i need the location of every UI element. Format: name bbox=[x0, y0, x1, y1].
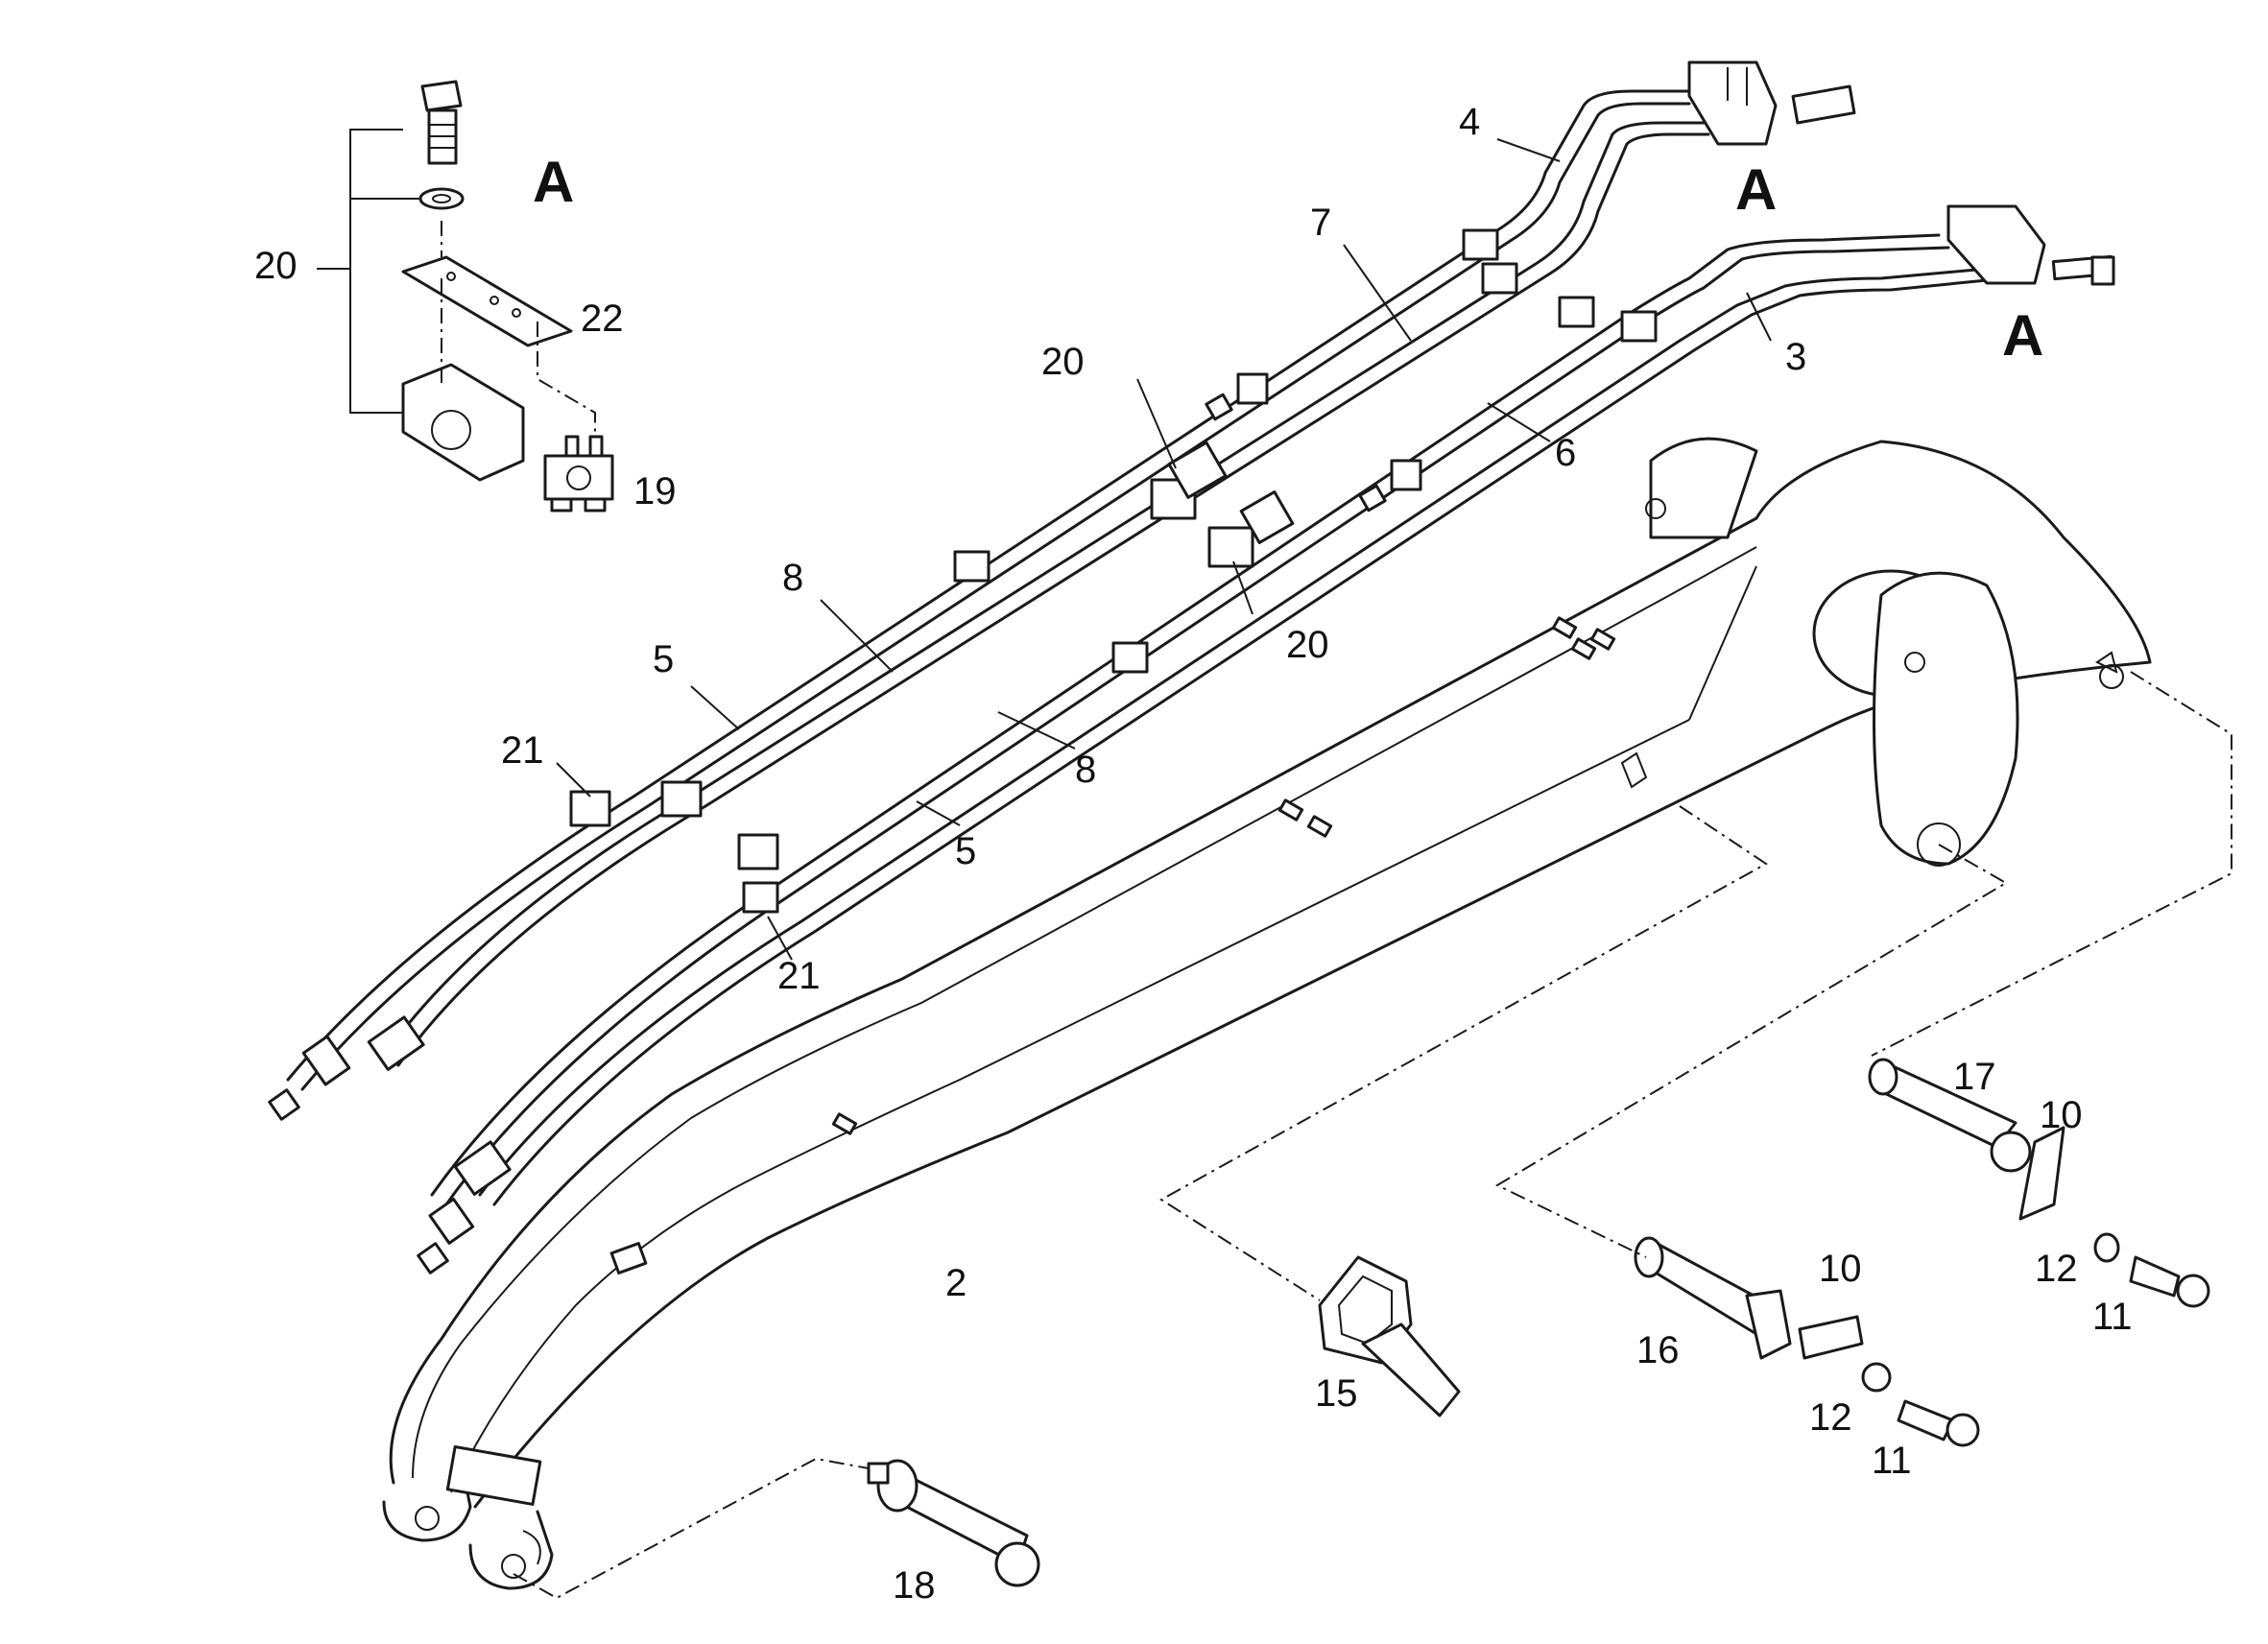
upper-hydraulic-pipe-set bbox=[268, 60, 1856, 1121]
callout-17: 17 bbox=[1953, 1056, 1996, 1098]
callout-18: 18 bbox=[893, 1564, 936, 1607]
view-label-detail: A bbox=[533, 150, 574, 214]
callout-20-upper: 20 bbox=[1041, 341, 1085, 383]
callout-11-upper: 11 bbox=[2092, 1296, 2133, 1338]
callout-22: 22 bbox=[581, 298, 624, 340]
view-label-lower-fitting: A bbox=[2002, 303, 2043, 368]
callout-8-upper: 8 bbox=[782, 557, 803, 599]
callout-19: 19 bbox=[633, 470, 677, 512]
callout-5-upper: 5 bbox=[653, 638, 674, 680]
leader-lines bbox=[556, 138, 1772, 961]
callout-2: 2 bbox=[945, 1262, 967, 1304]
callout-10-upper: 10 bbox=[2040, 1094, 2083, 1136]
callout-11-lower: 11 bbox=[1872, 1440, 1912, 1482]
callout-8-lower: 8 bbox=[1075, 749, 1096, 791]
callout-10-lower: 10 bbox=[1819, 1248, 1862, 1290]
detail-a-clamp-assembly bbox=[317, 80, 614, 512]
callout-21-upper: 21 bbox=[501, 729, 544, 772]
callout-21-lower: 21 bbox=[777, 955, 821, 997]
callout-20-detail: 20 bbox=[254, 245, 298, 287]
callout-3: 3 bbox=[1785, 336, 1806, 378]
callout-7: 7 bbox=[1310, 202, 1331, 244]
callout-20-lower: 20 bbox=[1286, 624, 1329, 666]
view-label-upper-fitting: A bbox=[1735, 157, 1777, 222]
callout-numbers: 2 3 4 5 5 6 7 8 8 10 10 11 11 12 12 15 1… bbox=[254, 101, 2133, 1607]
view-labels: A A A bbox=[533, 150, 2043, 368]
callout-12-lower: 12 bbox=[1809, 1396, 1852, 1439]
callout-6: 6 bbox=[1555, 432, 1576, 474]
callout-15: 15 bbox=[1315, 1372, 1358, 1415]
lower-hydraulic-pipe-set bbox=[417, 204, 2115, 1275]
callout-16: 16 bbox=[1636, 1329, 1680, 1371]
boom-arm bbox=[382, 437, 2152, 1590]
callout-4: 4 bbox=[1459, 101, 1480, 143]
assembly-dashed-lines bbox=[513, 671, 2232, 1600]
pins-and-hardware bbox=[867, 1058, 2210, 1587]
callout-12-upper: 12 bbox=[2035, 1248, 2078, 1290]
callout-5-lower: 5 bbox=[955, 830, 976, 872]
